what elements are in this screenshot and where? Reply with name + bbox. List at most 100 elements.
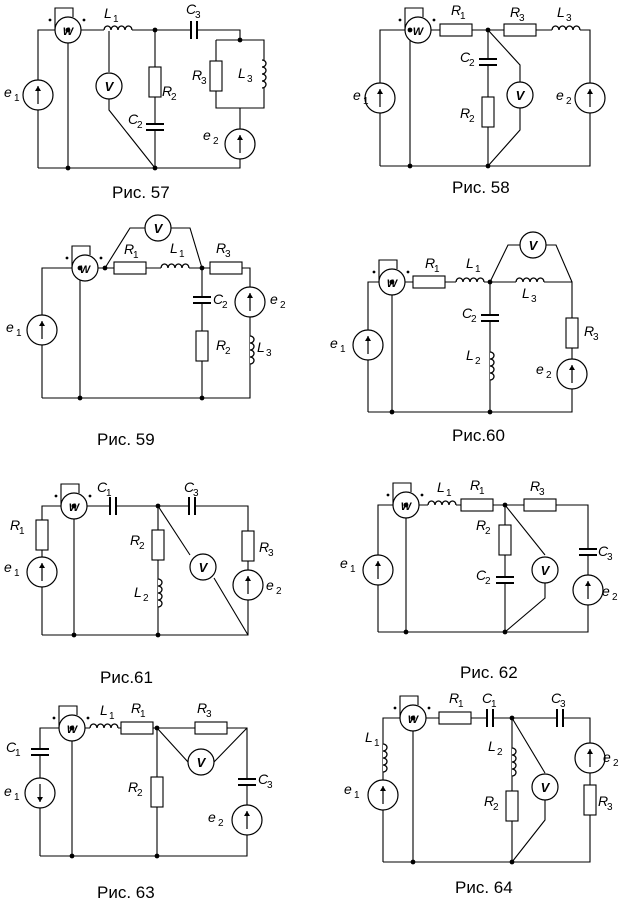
junction-dot [155,503,161,509]
svg-text:e: e [6,319,14,335]
junction-dot [485,27,491,33]
svg-text:1: 1 [179,249,185,260]
junction-dot [407,27,413,33]
resistor-R3-fig60 [565,317,579,349]
svg-text:L: L [257,339,265,355]
svg-text:3: 3 [247,74,253,85]
junction-dot [71,632,77,638]
source-e2-fig61 [232,569,264,601]
junction-dot [69,725,75,731]
svg-text:3: 3 [206,709,212,720]
svg-text:C: C [460,49,471,65]
svg-text:C: C [462,305,473,321]
junction-dot [199,265,205,271]
junction-dot [509,859,515,865]
svg-text:V: V [529,238,539,253]
element-label: R3 [197,700,212,720]
svg-text:C: C [128,111,139,127]
source-e1-fig63 [24,777,56,809]
svg-text:3: 3 [266,348,272,359]
element-label: C3 [258,771,273,791]
svg-text:V: V [541,780,551,795]
element-label: R2 [216,337,231,357]
svg-text:1: 1 [363,96,369,107]
capacitor-C1-fig61 [109,497,117,515]
svg-text:C: C [258,771,269,787]
source-e2-fig58 [574,82,606,114]
source-e2-fig63 [231,804,263,836]
element-label: C1 [6,739,21,759]
svg-text:1: 1 [14,93,20,104]
element-label: C2 [460,49,475,69]
svg-text:L: L [466,255,474,271]
inductor-L1-fig62 [427,500,457,506]
inductor-L1-fig60 [455,277,485,283]
svg-text:V: V [516,88,526,103]
svg-text:R: R [128,779,138,795]
svg-text:1: 1 [340,344,346,355]
junction-dot [152,27,158,33]
inductor-L2-fig64 [511,747,517,777]
svg-text:L: L [466,347,474,363]
svg-text:1: 1 [15,748,21,759]
element-label: C2 [462,305,477,325]
caption-fig-57: Рис. 57 [112,183,170,202]
svg-text:R: R [476,517,486,533]
source-e1-fig57 [22,79,54,111]
svg-text:2: 2 [218,818,224,829]
element-label: C3 [186,1,201,21]
resistor-R3-fig63 [194,721,228,735]
svg-text:1: 1 [491,699,497,710]
element-label: C3 [184,479,199,499]
svg-text:1: 1 [14,568,20,579]
svg-text:2: 2 [493,802,499,813]
element-label: C2 [213,291,228,311]
element-label: R3 [192,67,207,87]
svg-text:2: 2 [566,96,572,107]
junction-dot [152,165,158,171]
resistor-R3-fig62 [523,498,557,512]
svg-text:R: R [510,4,520,20]
resistor-R3-fig58 [503,23,537,37]
junction-dot [154,853,160,859]
svg-text:2: 2 [497,747,503,758]
svg-text:1: 1 [16,328,22,339]
element-label: R1 [10,517,25,537]
junction-dot [155,632,161,638]
svg-text:e: e [203,127,211,143]
svg-text:W: W [413,26,425,38]
source-e1-fig64 [367,779,399,811]
svg-text:2: 2 [280,300,286,311]
resistor-R1-fig58 [439,23,473,37]
capacitor-C2-fig62 [496,576,514,584]
svg-text:3: 3 [593,332,599,343]
element-label: R3 [598,793,613,813]
svg-text:2: 2 [137,788,143,799]
source-e1-fig59 [26,314,58,346]
svg-text:2: 2 [613,758,619,769]
junction-dot [410,715,416,721]
resistor-R1-fig62 [460,498,494,512]
svg-text:2: 2 [469,58,475,69]
svg-text:L: L [100,702,108,718]
capacitor-C3-fig61 [188,497,196,515]
junction-dot [71,503,77,509]
resistor-R1-fig59 [113,261,147,275]
junction-dot [485,163,491,169]
inductor-L2-fig60 [489,351,495,381]
resistor-R2-fig59 [195,330,209,362]
svg-text:e: e [602,583,610,599]
svg-text:2: 2 [485,526,491,537]
resistor-R2-fig63 [150,776,164,808]
junction-dot [77,265,83,271]
svg-text:C: C [213,291,224,307]
